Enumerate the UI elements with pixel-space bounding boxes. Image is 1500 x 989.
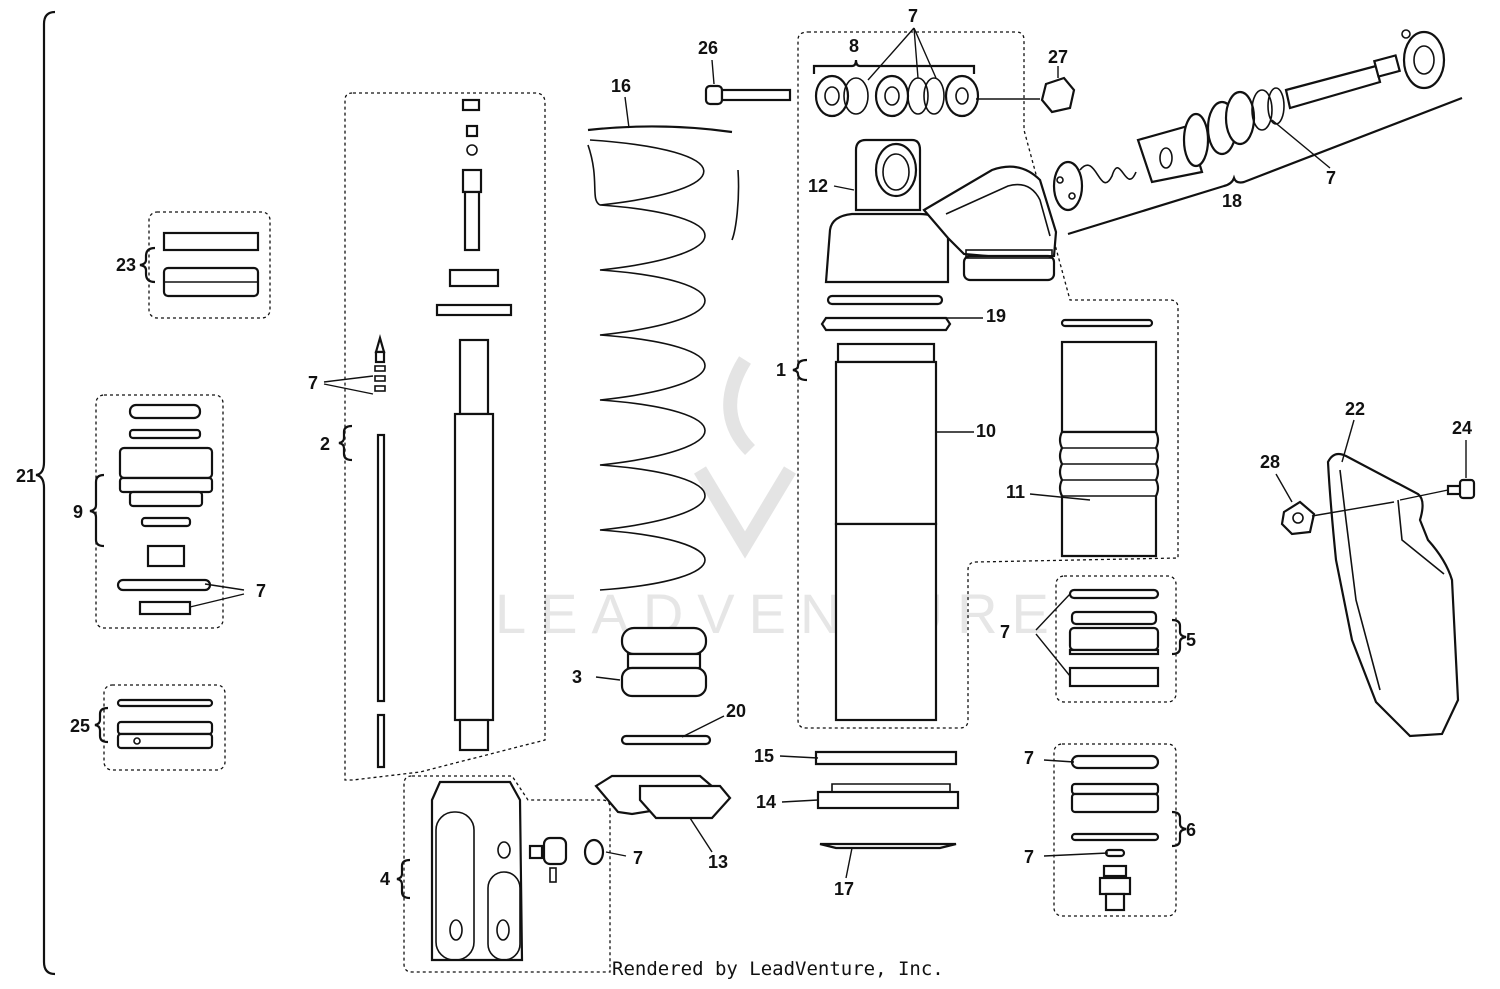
- callout-7-group9[interactable]: 7: [256, 581, 266, 601]
- callout-9[interactable]: 9: [73, 502, 83, 522]
- callout-22[interactable]: 22: [1345, 399, 1365, 419]
- callout-8[interactable]: 8: [849, 36, 859, 56]
- callout-11[interactable]: 11: [1006, 482, 1025, 502]
- callout-4[interactable]: 4: [380, 869, 390, 889]
- callout-7-group6b[interactable]: 7: [1024, 847, 1034, 867]
- group-25: [103, 684, 226, 771]
- callout-23[interactable]: 23: [116, 255, 136, 275]
- callout-7-group6a[interactable]: 7: [1024, 748, 1034, 768]
- credit-text: Rendered by LeadVenture, Inc.: [612, 958, 944, 980]
- callout-3[interactable]: 3: [572, 667, 582, 687]
- callout-25[interactable]: 25: [70, 716, 90, 736]
- mud-guard-22: [1326, 419, 1460, 738]
- group-23: [148, 211, 271, 319]
- group-4: [403, 775, 627, 973]
- callout-18[interactable]: 18: [1222, 191, 1242, 211]
- group-9: [95, 394, 245, 629]
- screw-24: [1399, 440, 1476, 501]
- clip-17: [819, 842, 957, 879]
- nut-27: [1040, 66, 1076, 114]
- group-2: [323, 92, 546, 781]
- callout-5[interactable]: 5: [1186, 630, 1196, 650]
- callout-20[interactable]: 20: [726, 701, 746, 721]
- callout-7-group4[interactable]: 7: [633, 848, 643, 868]
- body-tube-10: [834, 342, 974, 722]
- callout-7-group2[interactable]: 7: [308, 373, 318, 393]
- callout-28[interactable]: 28: [1260, 452, 1280, 472]
- boot-11: [1029, 318, 1160, 558]
- adjuster-ring-14: [781, 783, 960, 810]
- group-1-frame: [797, 31, 1179, 729]
- callout-2[interactable]: 2: [320, 434, 330, 454]
- callout-27[interactable]: 27: [1048, 47, 1068, 67]
- callout-14[interactable]: 14: [756, 792, 776, 812]
- callout-21[interactable]: 21: [16, 466, 36, 486]
- callout-26[interactable]: 26: [698, 38, 718, 58]
- adjuster-18: [1052, 29, 1463, 236]
- retainer-13: [594, 774, 732, 853]
- collar-15: [779, 750, 958, 766]
- assembly-21-bracket: [35, 10, 56, 976]
- group-5: [1035, 575, 1177, 703]
- group-6: [1043, 743, 1177, 917]
- group-8-bearings: [812, 27, 1040, 118]
- callout-7-top[interactable]: 7: [908, 6, 918, 26]
- nut-19: [820, 316, 983, 332]
- spring-16: [587, 96, 740, 591]
- bumper-3: [595, 626, 708, 698]
- callout-19[interactable]: 19: [986, 306, 1006, 326]
- reservoir-body-12: [824, 138, 1058, 284]
- callout-6[interactable]: 6: [1186, 820, 1196, 840]
- callout-15[interactable]: 15: [754, 746, 774, 766]
- callout-16[interactable]: 16: [611, 76, 631, 96]
- callout-17[interactable]: 17: [834, 879, 854, 899]
- washer-20: [620, 734, 712, 746]
- nut-28: [1275, 473, 1395, 536]
- callout-24[interactable]: 24: [1452, 418, 1472, 438]
- callout-10[interactable]: 10: [976, 421, 996, 441]
- seal-ring: [826, 294, 944, 306]
- callout-7-group5[interactable]: 7: [1000, 622, 1010, 642]
- bolt-26: [704, 59, 792, 106]
- watermark-logo: [693, 356, 797, 559]
- callout-13[interactable]: 13: [708, 852, 728, 872]
- callout-12[interactable]: 12: [808, 176, 828, 196]
- callout-1[interactable]: 1: [776, 360, 786, 380]
- watermark-text: LEADVENTURE: [495, 582, 1063, 645]
- callout-7-adjuster[interactable]: 7: [1326, 168, 1336, 188]
